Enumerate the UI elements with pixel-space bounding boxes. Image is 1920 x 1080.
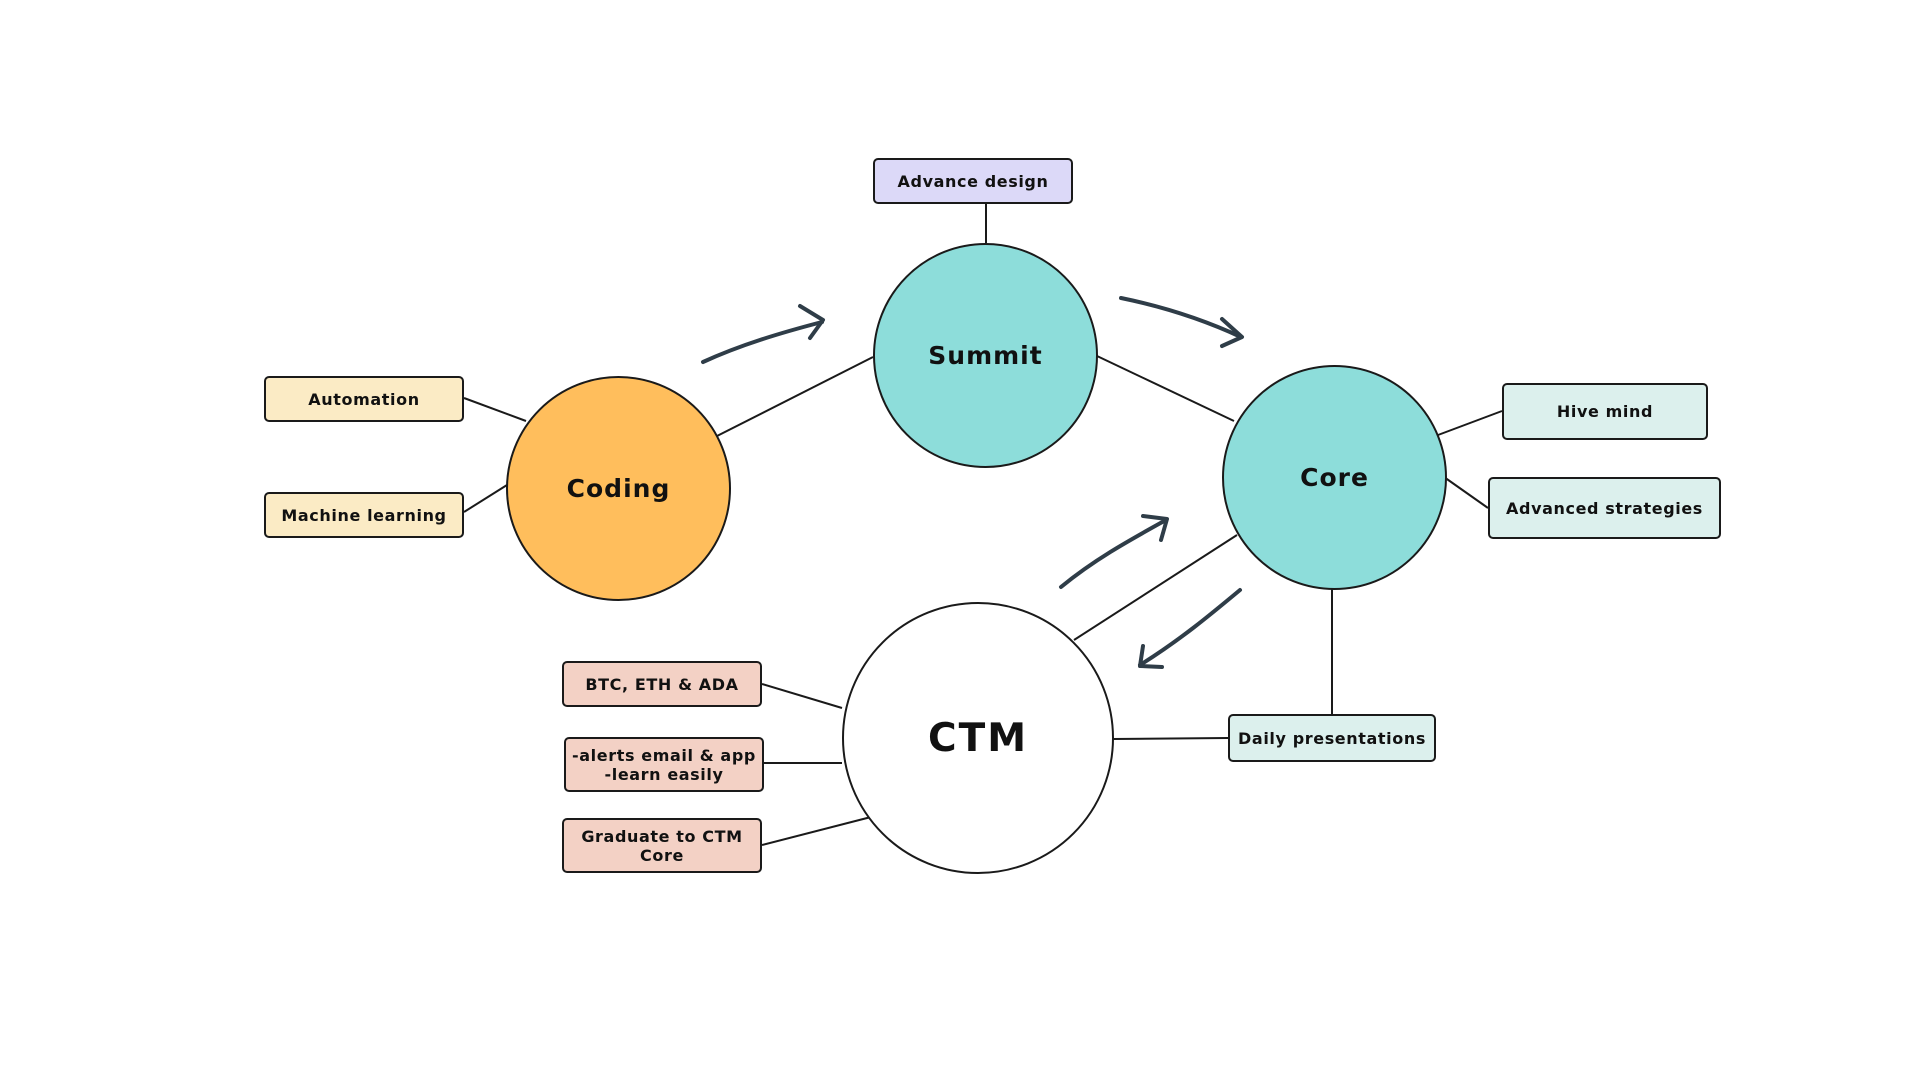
btc-eth-ada-box[interactable]: BTC, ETH & ADA bbox=[562, 661, 762, 707]
link-graduate-ctm bbox=[761, 816, 872, 846]
machine-learning-box[interactable]: Machine learning bbox=[264, 492, 464, 538]
core-node[interactable]: Core bbox=[1222, 365, 1447, 590]
daily-presentations-box[interactable]: Daily presentations bbox=[1228, 714, 1436, 762]
summit-label: Summit bbox=[928, 341, 1043, 370]
link-automation-coding bbox=[463, 397, 527, 422]
advance-design-box[interactable]: Advance design bbox=[873, 158, 1073, 204]
ctm-label: CTM bbox=[927, 715, 1029, 761]
advanced-strategies-box[interactable]: Advanced strategies bbox=[1488, 477, 1721, 539]
automation-box[interactable]: Automation bbox=[264, 376, 464, 422]
link-ctm-daily bbox=[1112, 737, 1229, 740]
arrow-core-to-ctm bbox=[1138, 588, 1242, 669]
link-core-advstrat bbox=[1443, 476, 1489, 509]
arrow-ctm-to-core bbox=[1059, 514, 1169, 589]
arrow-coding-to-summit bbox=[701, 304, 825, 364]
link-ml-coding bbox=[463, 484, 508, 513]
link-summit-core bbox=[1096, 355, 1235, 422]
link-btc-ctm bbox=[761, 683, 843, 709]
summit-node[interactable]: Summit bbox=[873, 243, 1098, 468]
link-core-ctm bbox=[1073, 534, 1238, 641]
coding-node[interactable]: Coding bbox=[506, 376, 731, 601]
alerts-learn-box[interactable]: -alerts email & app -learn easily bbox=[564, 737, 764, 792]
coding-label: Coding bbox=[566, 474, 671, 503]
link-coding-summit bbox=[716, 356, 874, 437]
link-core-hive bbox=[1437, 410, 1503, 436]
core-label: Core bbox=[1300, 463, 1369, 492]
ctm-node[interactable]: CTM bbox=[842, 602, 1114, 874]
graduate-box[interactable]: Graduate to CTM Core bbox=[562, 818, 762, 873]
hive-mind-box[interactable]: Hive mind bbox=[1502, 383, 1708, 440]
arrow-summit-to-core bbox=[1119, 296, 1244, 348]
